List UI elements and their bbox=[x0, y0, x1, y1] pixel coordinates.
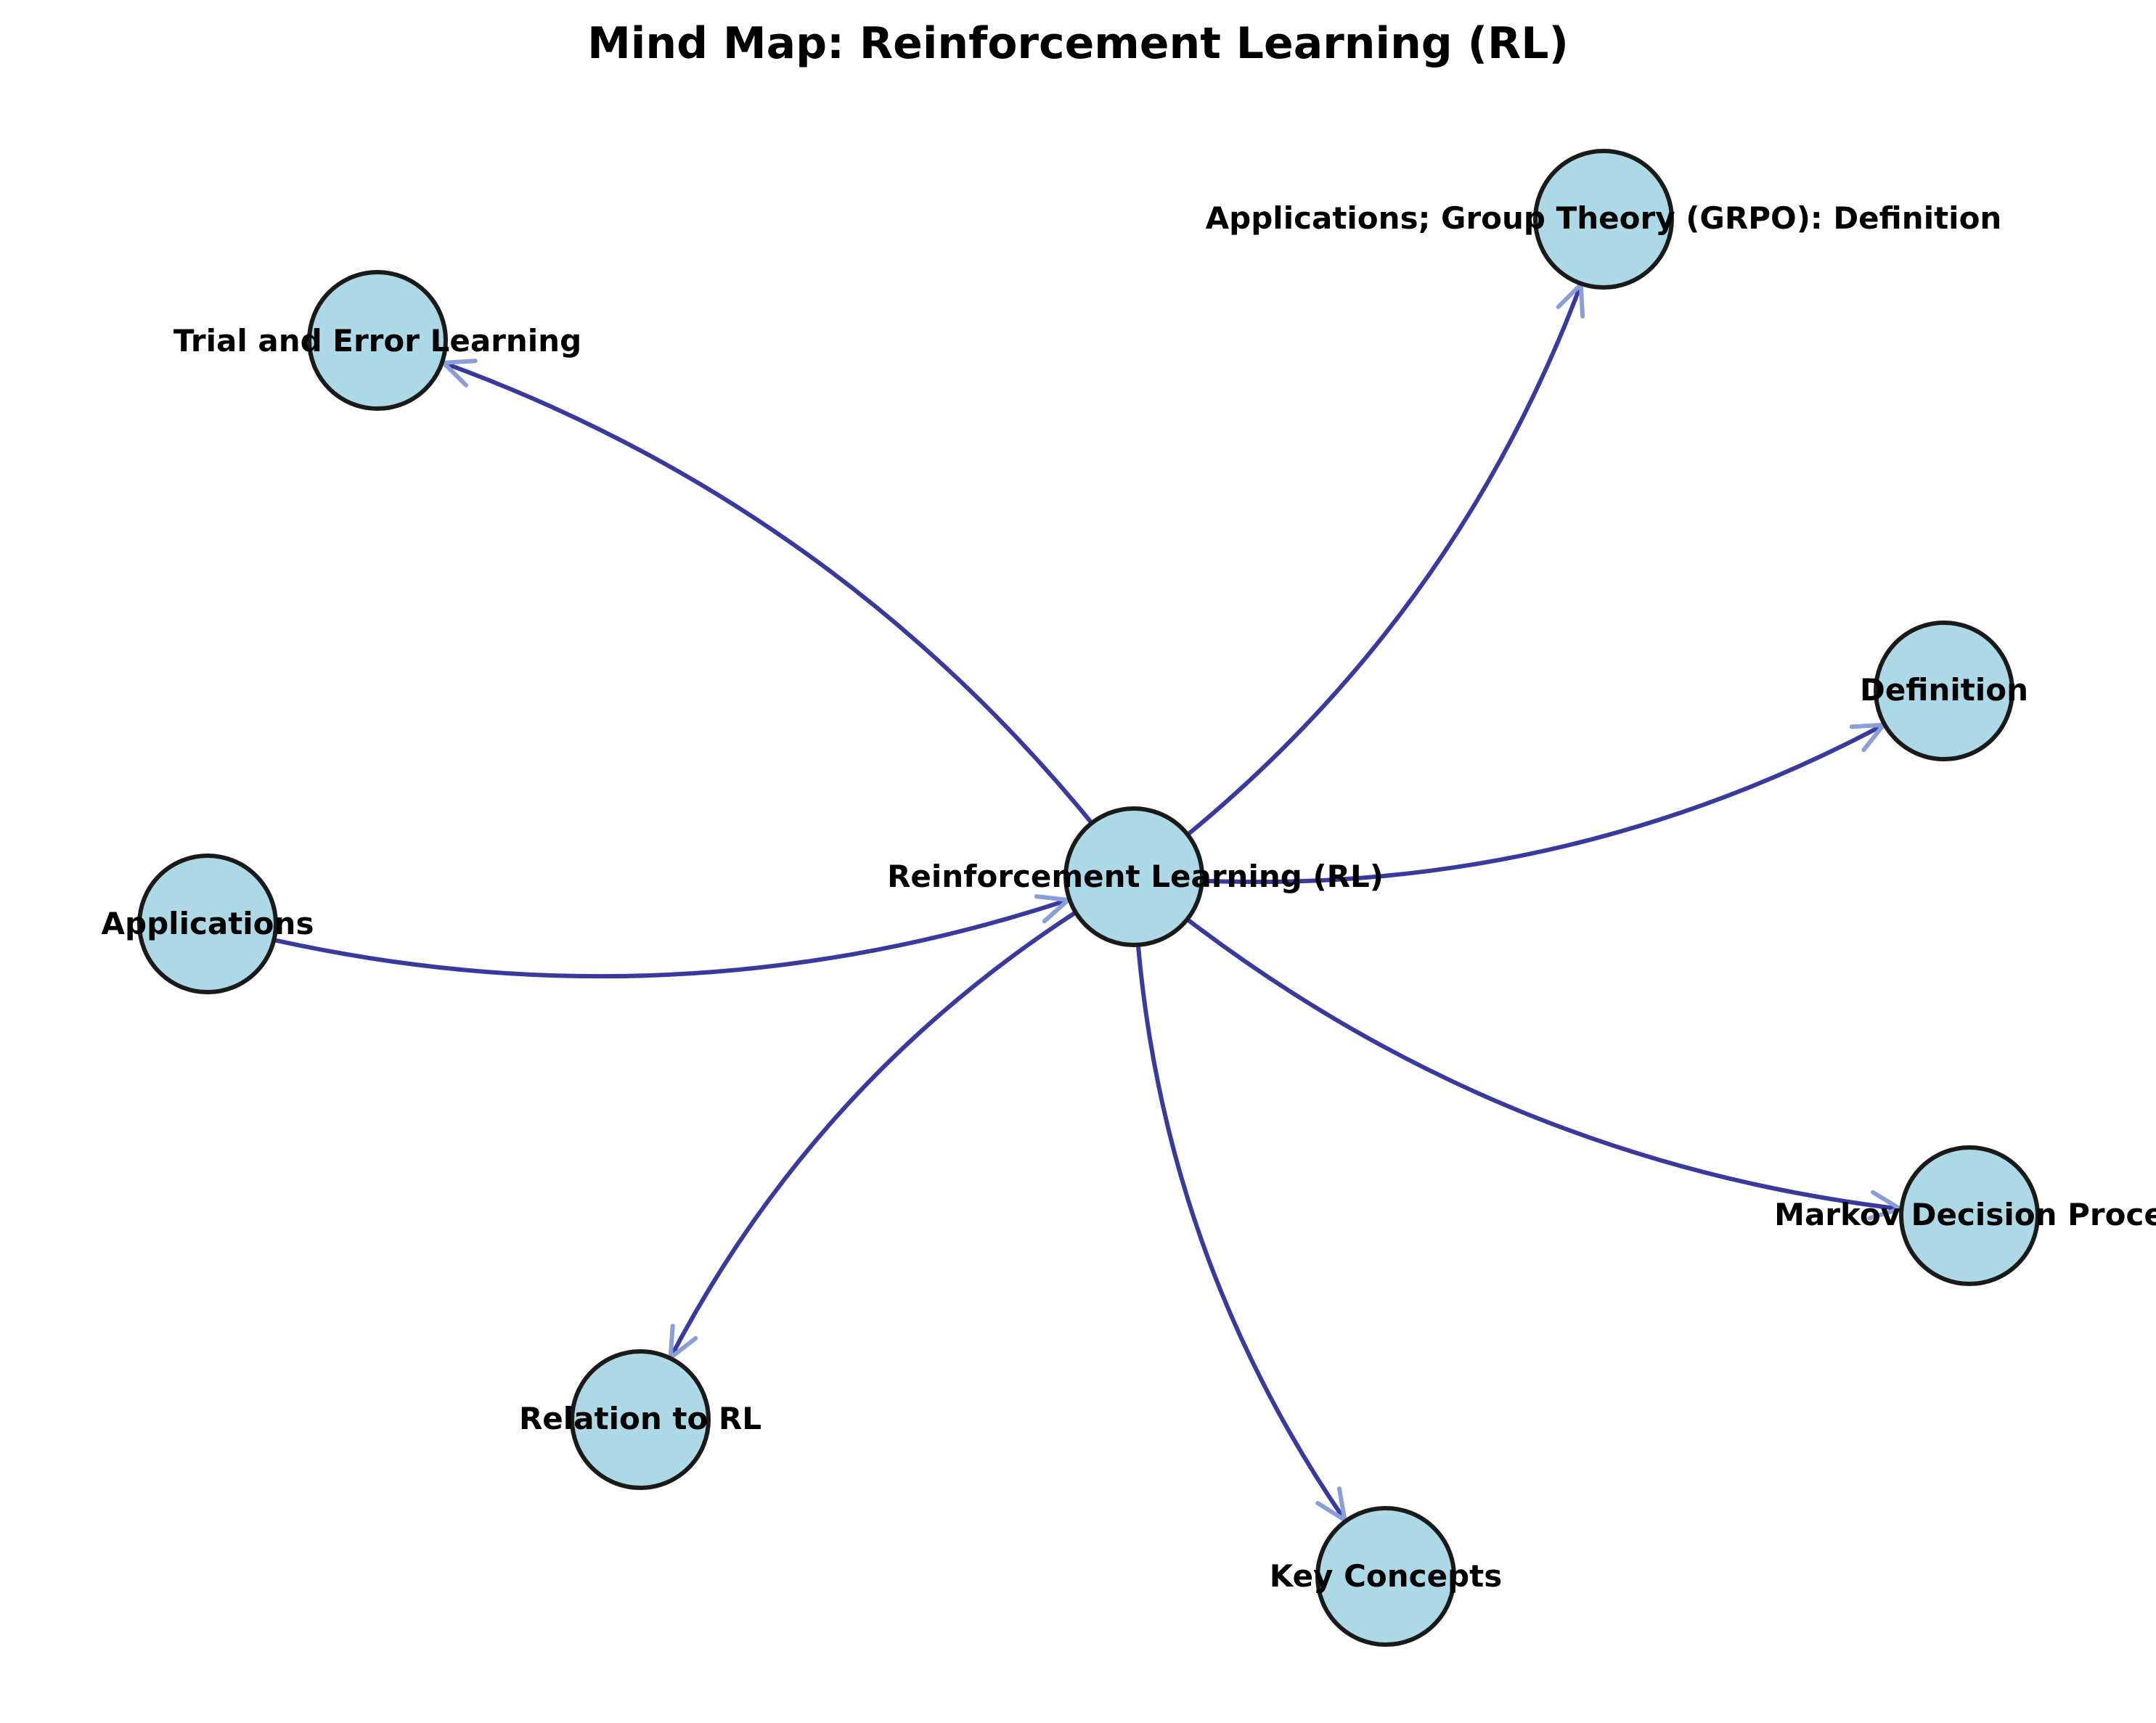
edge-center-definition bbox=[1132, 689, 1946, 885]
node-label-applications: Applications bbox=[102, 906, 314, 941]
nodes-layer bbox=[137, 149, 2040, 1647]
node-label-trial: Trial and Error Learning bbox=[173, 323, 581, 359]
node-label-keyconcepts: Key Concepts bbox=[1270, 1558, 1502, 1594]
edge-center-mdp bbox=[1132, 875, 1972, 1218]
node-keyconcepts[interactable] bbox=[1315, 1506, 1456, 1647]
edge-center-keyconcepts bbox=[1132, 875, 1388, 1579]
node-trial[interactable] bbox=[307, 270, 448, 411]
edge-center-grpo bbox=[1132, 217, 1606, 879]
edge-applications-center bbox=[205, 875, 1136, 979]
node-applications[interactable] bbox=[137, 854, 278, 994]
node-relation[interactable] bbox=[570, 1349, 711, 1490]
node-definition[interactable] bbox=[1874, 621, 2014, 761]
labels-layer: Reinforcement Learning (RL) Applications;… bbox=[102, 200, 2156, 1594]
node-label-grpo: Applications; Group Theory (GRPO): Defin… bbox=[1206, 200, 2002, 236]
node-label-center: Reinforcement Learning (RL) bbox=[887, 859, 1384, 894]
arrowhead-keyconcepts bbox=[1315, 1486, 1347, 1523]
node-mdp[interactable] bbox=[1899, 1145, 2040, 1286]
diagram-title: Mind Map: Reinforcement Learning (RL) bbox=[587, 18, 1569, 69]
node-label-mdp: Markov Decision Proce bbox=[1774, 1197, 2156, 1232]
edge-center-trial bbox=[375, 338, 1136, 879]
node-label-definition: Definition bbox=[1860, 672, 2028, 708]
edges-layer bbox=[205, 217, 1972, 1579]
node-grpo[interactable] bbox=[1533, 149, 1674, 290]
node-label-relation: Relation to RL bbox=[519, 1401, 761, 1436]
edge-center-relation bbox=[638, 875, 1136, 1422]
node-center[interactable] bbox=[1063, 806, 1204, 947]
